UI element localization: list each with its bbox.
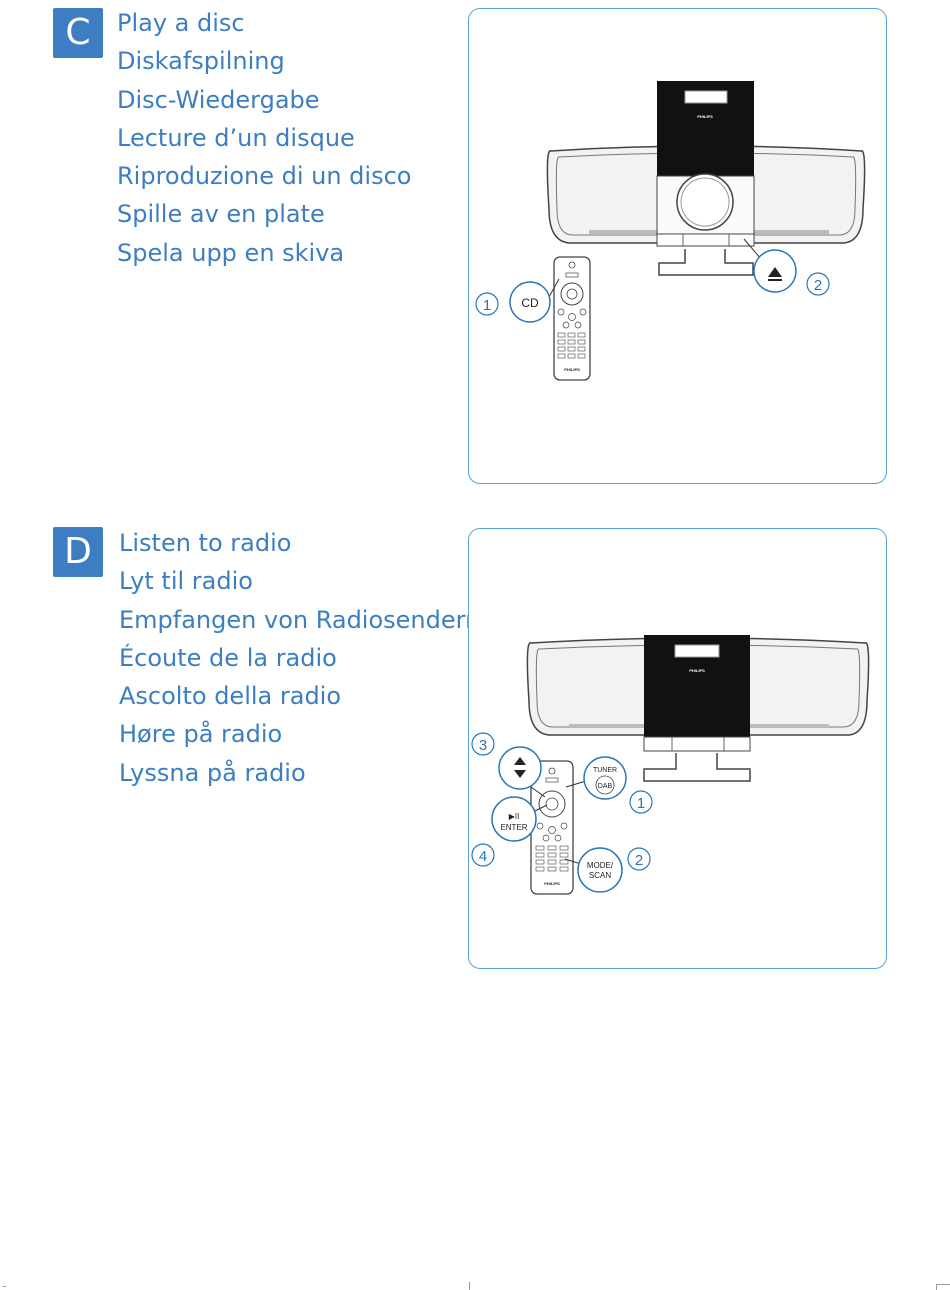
title-danish: Diskafspilning [117,47,285,76]
remote-brand-label: PHILIPS [544,881,560,886]
title-danish: Lyt til radio [119,567,253,596]
remote-control: PHILIPS [553,256,591,381]
step-4-number: 4 [479,848,487,865]
title-english: Play a disc [117,9,245,37]
up-down-arrows-icon [514,757,526,765]
title-swedish: Lyssna på radio [119,758,306,787]
step-1-number: 1 [483,297,491,314]
title-italian: Riproduzione di un disco [117,162,412,191]
section-listen-radio: D Listen to radio Lyt til radio Empfange… [0,520,950,980]
title-french: Écoute de la radio [119,643,337,672]
play-pause-symbol: ▶II [509,812,520,821]
mode-label: MODE/ [587,861,614,870]
cd-button-callout: CD [509,281,551,323]
section-c-title-list: Play a disc Diskafspilning Disc-Wiederga… [117,9,411,277]
section-d-illustration-panel: PHILIPS [468,528,887,969]
title-german: Empfangen von Radiosendern [119,605,481,634]
step-3-number: 3 [479,737,487,754]
step-1-number: 1 [637,795,645,812]
crop-mark-left [3,1286,6,1287]
tuner-label: TUNER [593,767,617,774]
crop-mark-right-v [936,1284,937,1290]
unit-brand-label: PHILIPS [697,114,713,119]
title-italian: Ascolto della radio [119,682,342,711]
step-marker-3: 3 [471,732,495,756]
step-marker-2: 2 [627,847,651,871]
listen-radio-illustration: PHILIPS [471,635,870,895]
mode-scan-callout: MODE/ SCAN [577,847,623,893]
enter-label: ENTER [500,823,527,832]
step-2-number: 2 [635,852,643,869]
crop-mark-center [469,1282,470,1290]
scan-label: SCAN [589,871,611,880]
tuner-dab-callout: TUNER DAB [583,756,627,800]
eject-icon [768,267,782,277]
title-swedish: Spela upp en skiva [117,238,345,267]
section-play-disc: C Play a disc Diskafspilning Disc-Wieder… [0,0,950,500]
eject-button-callout [753,249,797,293]
step-marker-1: 1 [475,292,499,316]
micro-system-unit: PHILIPS [526,635,870,782]
play-enter-callout: ▶II ENTER [491,796,537,842]
step-marker-2: 2 [806,272,830,296]
title-german: Disc-Wiedergabe [117,85,320,114]
play-disc-illustration: PHILIPS 2 [475,81,866,381]
title-norwegian: Høre på radio [119,720,283,749]
section-d-title-list: Listen to radio Lyt til radio Empfangen … [119,529,480,797]
micro-system-unit: PHILIPS [546,81,866,276]
section-c-badge: C [53,8,103,58]
title-french: Lecture d’un disque [117,123,355,152]
remote-brand-label: PHILIPS [564,367,580,372]
title-english: Listen to radio [119,529,292,557]
crop-mark-right-h [936,1284,950,1285]
step-marker-4: 4 [471,843,495,867]
section-d-badge: D [53,527,103,577]
dab-label: DAB [598,783,613,790]
cd-button-label: CD [521,296,539,310]
step-2-number: 2 [814,277,822,294]
section-c-illustration-panel: PHILIPS 2 [468,8,887,484]
up-down-callout [498,746,542,790]
title-norwegian: Spille av en plate [117,200,325,229]
unit-brand-label: PHILIPS [689,668,705,673]
step-marker-1: 1 [629,790,653,814]
